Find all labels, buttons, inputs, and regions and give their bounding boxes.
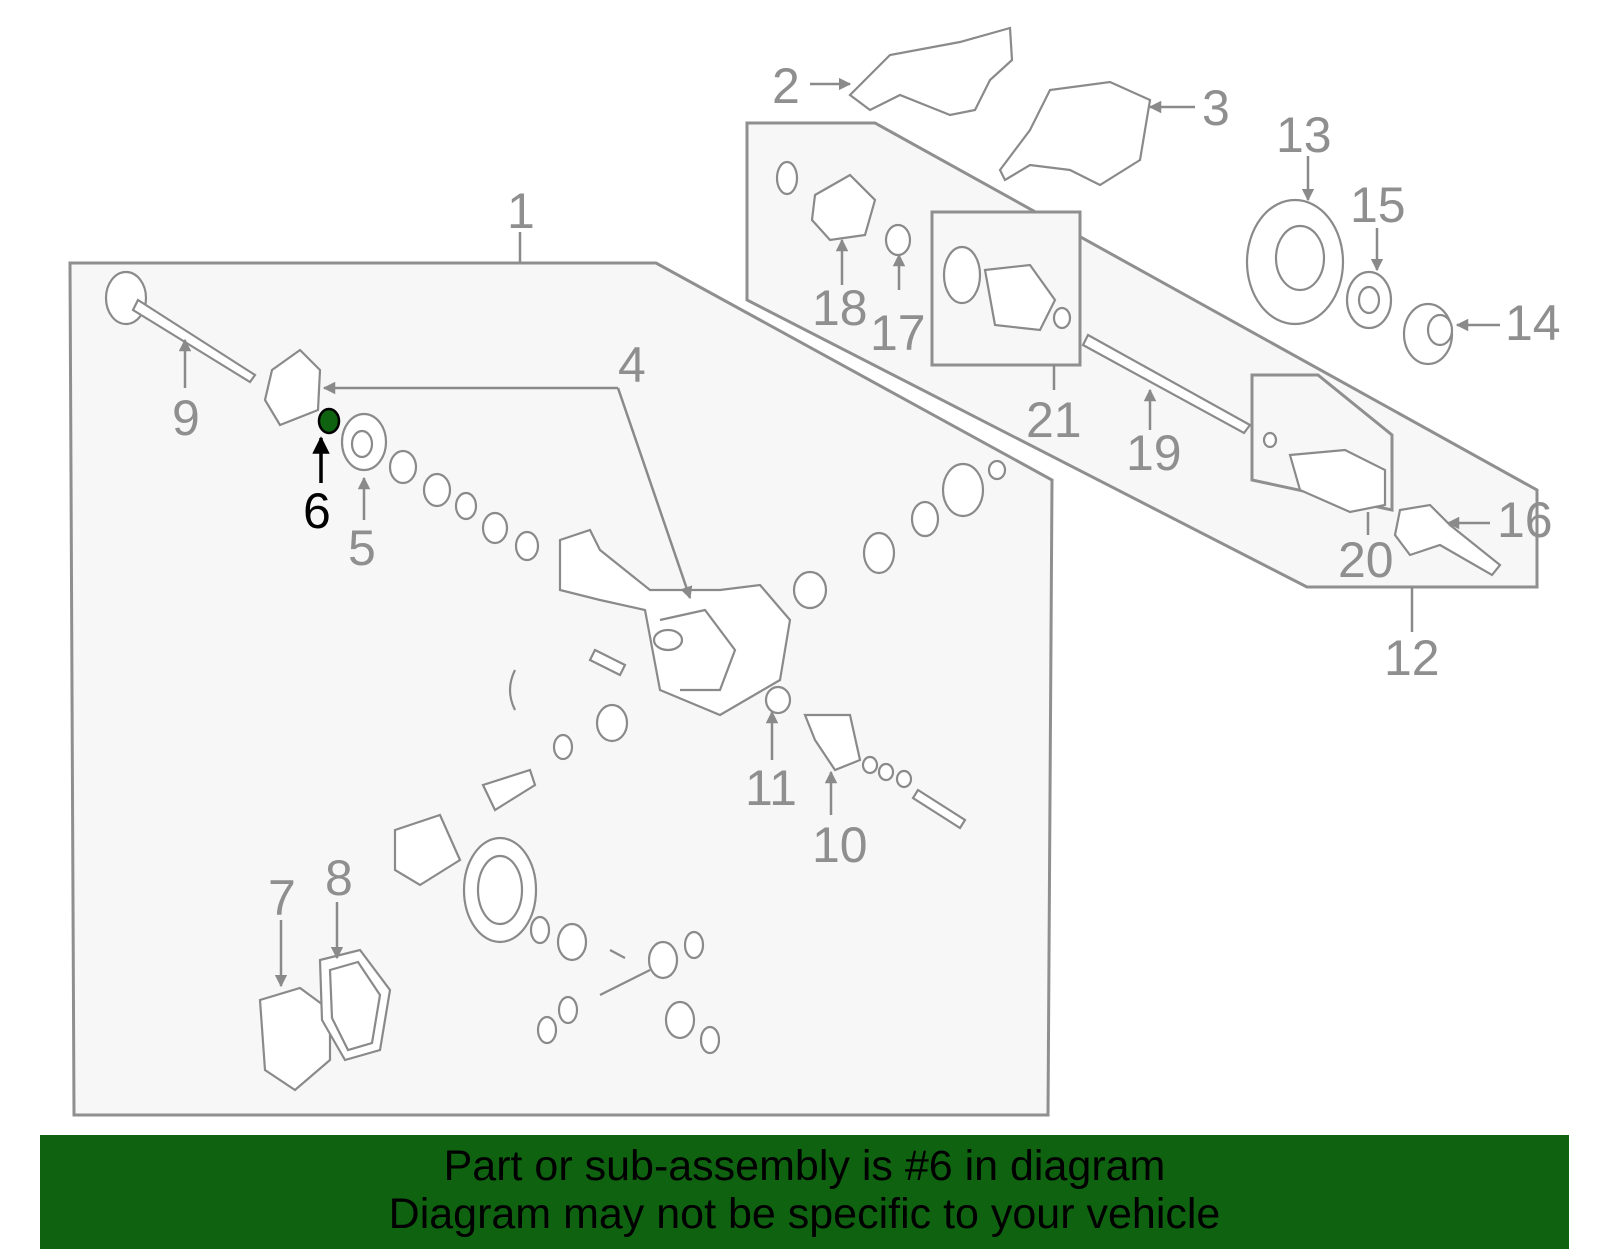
seal-part-highlighted [317, 407, 341, 435]
callout-3: 3 [1202, 80, 1230, 136]
inner-boot-part [942, 245, 1072, 332]
callout-10: 10 [812, 817, 868, 873]
callout-numbers: 1 2 3 4 5 6 7 8 9 10 11 12 13 14 15 16 1… [172, 58, 1561, 926]
outer-cv-joint-part [1393, 503, 1502, 577]
axle-assembly-panel [68, 261, 1054, 1117]
callout-20: 20 [1338, 532, 1394, 588]
inner-joint-parts [775, 160, 912, 257]
bracket-part [263, 348, 322, 427]
mount-bracket-part-2 [998, 80, 1152, 187]
spacer-rings [388, 449, 540, 562]
callout-14: 14 [1505, 295, 1561, 351]
hub-parts [1245, 198, 1454, 366]
callout-13: 13 [1276, 107, 1332, 163]
callout-21: 21 [1026, 392, 1082, 448]
pinion-parts [764, 459, 1007, 830]
outer-boot-part [1262, 431, 1387, 514]
callout-2: 2 [772, 58, 800, 114]
callout-11: 11 [745, 760, 797, 816]
callout-8: 8 [325, 850, 353, 906]
axle-housing-part [558, 528, 792, 717]
axle-shaft-part [104, 270, 257, 384]
banner-part-note: Part or sub-assembly is #6 in diagram [443, 1142, 1166, 1190]
callout-7: 7 [268, 870, 296, 926]
callout-15: 15 [1350, 177, 1406, 233]
bearing-part [340, 412, 388, 472]
banner-disclaimer: Diagram may not be specific to your vehi… [388, 1190, 1221, 1238]
callout-9: 9 [172, 390, 200, 446]
callout-18: 18 [812, 280, 868, 336]
intermediate-shaft-part [1081, 333, 1252, 435]
callout-16: 16 [1497, 492, 1553, 548]
leader-lines [178, 77, 1500, 988]
callout-17: 17 [870, 305, 926, 361]
callout-1: 1 [507, 183, 535, 239]
callout-4: 4 [618, 337, 646, 393]
differential-parts [393, 648, 721, 1055]
callout-19: 19 [1126, 425, 1182, 481]
info-banner: Part or sub-assembly is #6 in diagram Di… [40, 1135, 1569, 1249]
callout-6-highlighted: 6 [303, 483, 331, 539]
cover-and-gasket [258, 948, 392, 1092]
callout-5: 5 [348, 520, 376, 576]
mount-bracket-part [848, 26, 1014, 117]
callout-12: 12 [1384, 630, 1440, 686]
